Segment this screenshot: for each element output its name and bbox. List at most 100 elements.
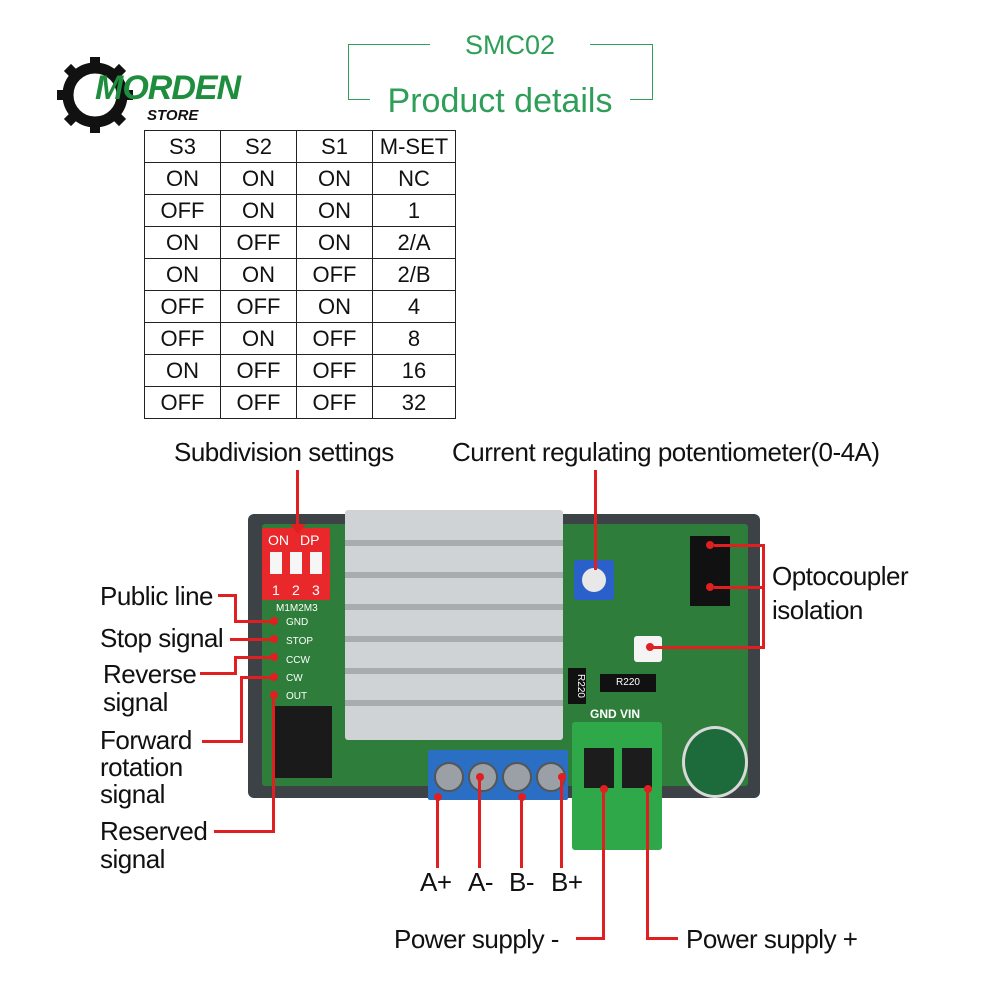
label-reserved: Reserved xyxy=(100,816,208,846)
logo-brand: MORDEN xyxy=(95,69,241,107)
label-public-line: Public line xyxy=(100,581,214,611)
dip-caption: M1M2M3 xyxy=(276,603,318,614)
table-cell: ON xyxy=(296,226,373,259)
power-pin-labels: GND VIN xyxy=(590,707,641,721)
label-rotation: rotation xyxy=(100,752,183,782)
heatsink-fin xyxy=(345,636,563,642)
callout-line-opto-bottom xyxy=(652,646,765,649)
callout-dot xyxy=(270,673,278,681)
dip-switch-2[interactable] xyxy=(290,552,302,574)
label-b-plus: B+ xyxy=(551,867,583,897)
table-header-row: S3 S2 S1 M-SET xyxy=(144,130,456,163)
pin-label-out: OUT xyxy=(286,691,308,702)
store-logo: MORDEN STORE xyxy=(55,55,241,135)
logo-store: STORE xyxy=(147,107,199,124)
dip-number-1: 1 xyxy=(272,582,280,598)
pin-label-ccw: CCW xyxy=(286,655,310,666)
heatsink-fin xyxy=(345,540,563,546)
heatsink-fin xyxy=(345,572,563,578)
potentiometer[interactable] xyxy=(574,560,614,600)
header-s1: S1 xyxy=(296,130,373,163)
callout-dot xyxy=(434,793,442,801)
table-cell: OFF xyxy=(144,194,221,227)
table-cell: OFF xyxy=(296,354,373,387)
table-cell: OFF xyxy=(220,226,297,259)
table-cell: OFF xyxy=(220,386,297,419)
table-cell: ON xyxy=(144,354,221,387)
screw-a-plus[interactable] xyxy=(434,762,464,792)
callout-line-forward xyxy=(202,740,242,743)
table-cell: OFF xyxy=(144,322,221,355)
resistor-label: R220 xyxy=(574,674,586,698)
header-s2: S2 xyxy=(220,130,297,163)
callout-dot xyxy=(706,541,714,549)
label-power-supply-minus: Power supply - xyxy=(394,924,559,954)
callout-dot xyxy=(600,785,608,793)
callout-dot xyxy=(270,691,278,699)
table-cell: OFF xyxy=(220,354,297,387)
screw-b-minus[interactable] xyxy=(502,762,532,792)
table-cell: OFF xyxy=(296,258,373,291)
gear-icon xyxy=(57,57,133,133)
label-potentiometer: Current regulating potentiometer(0-4A) xyxy=(452,437,880,467)
callout-line-stop xyxy=(230,638,274,641)
callout-line-opto-vertical xyxy=(762,544,765,648)
model-name: SMC02 xyxy=(430,30,590,61)
callout-line-power-plus-h xyxy=(646,937,678,940)
dip-switch-3[interactable] xyxy=(310,552,322,574)
table-cell: 4 xyxy=(372,290,456,323)
callout-dot xyxy=(270,617,278,625)
power-slot-gnd[interactable] xyxy=(584,748,614,788)
callout-dot xyxy=(706,583,714,591)
callout-line-b-minus xyxy=(520,796,523,868)
resistor-r220-horizontal: R220 xyxy=(600,674,656,692)
dip-switch-1[interactable] xyxy=(270,552,282,574)
label-power-supply-plus: Power supply + xyxy=(686,924,858,954)
callout-line-forward-v xyxy=(240,676,243,743)
resistor-r220-vertical: R220 xyxy=(568,668,586,704)
table-cell: OFF xyxy=(220,290,297,323)
table-cell: 2/B xyxy=(372,258,456,291)
capacitor xyxy=(682,726,748,798)
header-s3: S3 xyxy=(144,130,221,163)
dip-switch[interactable]: ON DP 1 2 3 xyxy=(262,528,330,600)
power-slot-vin[interactable] xyxy=(622,748,652,788)
callout-line-public-h xyxy=(234,620,274,623)
label-forward-signal: signal xyxy=(100,779,165,809)
label-stop-signal: Stop signal xyxy=(100,623,224,653)
callout-dot xyxy=(270,635,278,643)
label-a-plus: A+ xyxy=(420,867,452,897)
table-cell: 2/A xyxy=(372,226,456,259)
callout-line-subdivision xyxy=(296,470,299,528)
table-cell: ON xyxy=(144,162,221,195)
table-cell: ON xyxy=(220,162,297,195)
callout-line-power-minus-h xyxy=(576,937,605,940)
dip-on-label: ON xyxy=(268,532,289,548)
callout-line-reverse-v xyxy=(234,656,237,675)
potentiometer-knob[interactable] xyxy=(582,568,606,592)
label-forward: Forward xyxy=(100,725,192,755)
callout-line-b-plus xyxy=(560,776,563,868)
heatsink-fin xyxy=(345,604,563,610)
heatsink-fin xyxy=(345,700,563,706)
callout-line-power-minus xyxy=(602,788,605,940)
label-a-minus: A- xyxy=(468,867,494,897)
driver-chip xyxy=(272,706,332,778)
callout-line-power-plus xyxy=(646,788,649,940)
dip-number-2: 2 xyxy=(292,582,300,598)
table-cell: ON xyxy=(296,194,373,227)
table-cell: OFF xyxy=(296,386,373,419)
callout-dot xyxy=(518,793,526,801)
label-optocoupler: Optocoupler xyxy=(772,561,909,591)
table-cell: NC xyxy=(372,162,456,195)
motor-terminal-block xyxy=(428,750,568,800)
label-reverse: Reverse xyxy=(103,659,197,689)
arrow-icon xyxy=(290,524,306,534)
table-cell: 1 xyxy=(372,194,456,227)
table-cell: 16 xyxy=(372,354,456,387)
